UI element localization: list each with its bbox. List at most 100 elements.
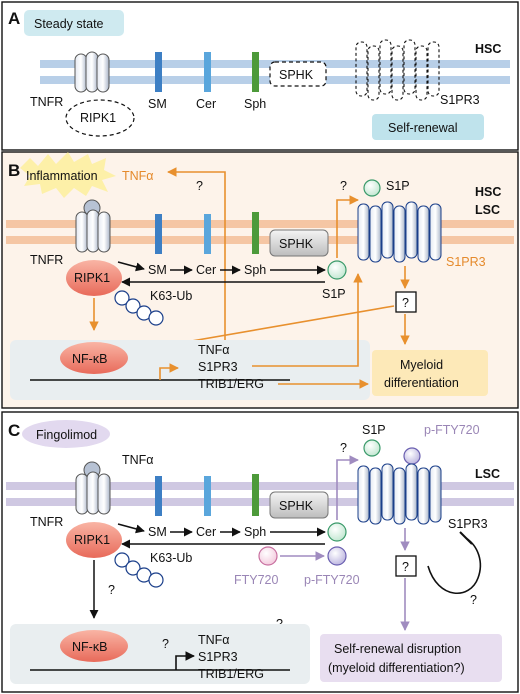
s1pr3-label: S1PR3 [440, 93, 480, 107]
lsc-label-b: LSC [475, 203, 500, 217]
inflammation-burst [20, 152, 116, 198]
ripk1-c [66, 522, 122, 558]
nucleus-b [10, 340, 370, 400]
tnfa-secretion-arrow [167, 167, 226, 348]
gene-c-2: TRIB1/ERG [198, 667, 264, 681]
nfkb-label-c: NF-κB [72, 640, 107, 654]
q-gene-c: ? [162, 637, 169, 651]
ripk1-label: RIPK1 [80, 111, 116, 125]
s1pr3-receptor-c [357, 463, 442, 525]
panel-b-letter: B [8, 161, 20, 180]
s1pr3-dashed-receptor [355, 39, 440, 101]
sm-label-c: SM [148, 525, 167, 539]
disruption-line1: Self-renewal disruption [334, 642, 461, 656]
arrow-tnfr-sm [117, 261, 145, 272]
p-fty-bottom-label: p-FTY720 [304, 573, 360, 587]
membrane-outer-c [6, 482, 514, 490]
ubiquitin-chain-c [114, 552, 164, 588]
q1-b: ? [196, 179, 203, 193]
s1p-top-b: S1P [386, 179, 410, 193]
sph-label-b: Sph [244, 263, 266, 277]
gene-b-2: TRIB1/ERG [198, 377, 264, 391]
hsc-label-b: HSC [475, 185, 501, 199]
s1p-ball-inner-c [327, 522, 347, 542]
steady-state-label: Steady state [34, 17, 104, 31]
membrane-inner-c [6, 498, 514, 506]
sm-bar-c [155, 476, 162, 516]
cer-bar-c [204, 476, 211, 516]
sph-bar-b [252, 212, 259, 254]
sphk-c [269, 491, 329, 519]
sm-label-b: SM [148, 263, 167, 277]
s1p-export-arrow-c [336, 455, 359, 520]
feedback-inhibition-bar [459, 531, 473, 545]
k63-label-b: K63-Ub [150, 289, 192, 303]
panel-a-letter: A [8, 9, 20, 28]
nucleus-c [10, 624, 310, 684]
tnfr-receptor-c [75, 461, 111, 515]
q-box-label-c: ? [402, 560, 409, 574]
tnfr-label-b: TNFR [30, 253, 63, 267]
membrane-outer-b [6, 220, 514, 228]
ripk1-label-c: RIPK1 [74, 533, 110, 547]
steady-state-badge [24, 10, 124, 36]
membrane-inner-b [6, 236, 514, 244]
tnfa-top-c: TNFα [122, 453, 154, 467]
sphk-label: SPHK [279, 68, 314, 82]
sphk-label-c: SPHK [279, 499, 314, 513]
cer-label: Cer [196, 97, 216, 111]
panel-c-letter: C [8, 421, 20, 440]
q-box-c [395, 555, 417, 577]
s1p-ball-outer-c [363, 439, 381, 457]
tnfa-top-b: TNFα [122, 169, 154, 183]
inflammation-label: Inflammation [26, 169, 98, 183]
fty720-label: FTY720 [234, 573, 279, 587]
hsc-label: HSC [475, 42, 501, 56]
sphk-label-b: SPHK [279, 237, 314, 251]
nfkb-b [60, 342, 128, 374]
p-fty-ball-inner-c [327, 546, 347, 566]
ripk1-b [66, 260, 122, 296]
tnfr-label: TNFR [30, 95, 63, 109]
self-renewal-label: Self-renewal [388, 121, 457, 135]
q-box-b [395, 291, 417, 313]
s1p-bottom-b: S1P [322, 287, 346, 301]
s1p-export-arrow [336, 195, 359, 258]
panel-a: A Steady state HSC TNFR RIPK1 SM Cer Sph… [1, 1, 519, 151]
q2-b: ? [340, 179, 347, 193]
fingolimod-badge [22, 420, 110, 448]
cer-bar [204, 52, 211, 92]
tnfr-receptor [74, 51, 110, 93]
s1p-ball-inner-b [327, 260, 347, 280]
nfkb-c [60, 630, 128, 662]
k63-label-c: K63-Ub [150, 551, 192, 565]
self-renewal-box [372, 114, 484, 140]
sph-label-c: Sph [244, 525, 266, 539]
sm-label: SM [148, 97, 167, 111]
sph-bar-c [252, 474, 259, 516]
gene-c-1: S1PR3 [198, 650, 238, 664]
q-s1p-c: ? [340, 441, 347, 455]
q-loop-c: ? [470, 593, 477, 607]
gene-b-1: S1PR3 [198, 360, 238, 374]
feedback-loop [427, 537, 482, 594]
sph-bar [252, 52, 259, 92]
disruption-box [320, 634, 502, 682]
sph-label: Sph [244, 97, 266, 111]
cer-bar-b [204, 214, 211, 254]
lsc-label-c: LSC [475, 467, 500, 481]
sphk-b [269, 229, 329, 257]
fty720-ball [258, 546, 278, 566]
tnfr-receptor-b [75, 199, 111, 253]
transcription-arrow-c [175, 651, 195, 670]
nfkb-label-b: NF-κB [72, 352, 107, 366]
sphk-dashed [269, 61, 327, 87]
transcription-arrow-b [159, 363, 179, 380]
myeloid-line1: Myeloid [400, 358, 443, 372]
cer-label-b: Cer [196, 263, 216, 277]
myeloid-line2: differentiation [384, 376, 459, 390]
p-fty-top-label: p-FTY720 [424, 423, 480, 437]
s1pr3-receptor-b [357, 201, 442, 263]
